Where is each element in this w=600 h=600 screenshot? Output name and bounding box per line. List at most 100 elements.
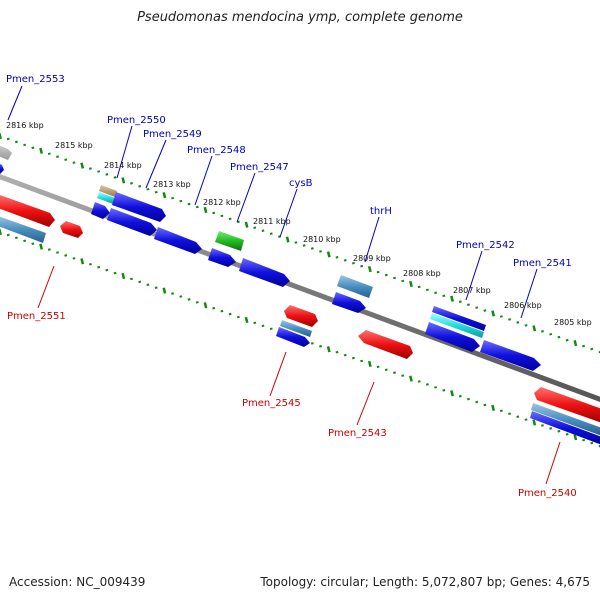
map-title: Pseudomonas mendocina ymp, complete geno… <box>137 10 463 25</box>
leader-line <box>194 155 213 206</box>
tick-mark <box>80 162 85 169</box>
forward-features <box>0 145 541 371</box>
gene-feature-pmen-2545[interactable] <box>276 327 310 347</box>
tick-mark <box>573 434 578 441</box>
leader-line <box>545 441 561 485</box>
tick-mark <box>326 251 331 258</box>
gene-label-pmen-2549[interactable]: Pmen_2549 <box>143 129 202 140</box>
kbp-label: 2808 kbp <box>403 269 441 278</box>
kbp-label: 2806 kbp <box>504 301 542 310</box>
gene-label-pmen-2541[interactable]: Pmen_2541 <box>513 258 572 269</box>
tick-mark <box>162 192 167 199</box>
leader-line <box>269 351 287 397</box>
gene-feature-pmen-2550-b[interactable] <box>107 208 157 236</box>
gene-label-pmen-2548[interactable]: Pmen_2548 <box>187 145 246 156</box>
leader-line <box>236 172 256 223</box>
leader-line <box>116 125 133 179</box>
gene-feature-pmen-2540[interactable] <box>534 387 600 423</box>
tick-mark <box>203 302 208 309</box>
gene-feature-pmen-2549[interactable] <box>112 192 166 222</box>
gene-feature-pmen-2550[interactable] <box>91 202 110 219</box>
gene-feature-pmen-2548[interactable] <box>154 227 202 254</box>
gene-feature-pmen-2552[interactable] <box>0 195 55 227</box>
gene-label-pmen-2547[interactable]: Pmen_2547 <box>230 162 289 173</box>
tick-mark <box>326 346 331 353</box>
forward-leader-lines <box>7 85 538 319</box>
genome-summary-text: Topology: circular; Length: 5,072,807 bp… <box>260 575 590 589</box>
tick-mark <box>409 375 413 382</box>
leader-line <box>279 188 298 238</box>
tick-mark <box>573 340 578 347</box>
tick-mark <box>285 236 290 243</box>
gene-label-pmen-2550[interactable]: Pmen_2550 <box>107 115 166 126</box>
kbp-label: 2812 kbp <box>203 198 241 207</box>
gene-feature-pmen-2547[interactable] <box>208 248 236 267</box>
tick-mark <box>39 243 44 250</box>
tick-mark <box>0 132 2 139</box>
gene-feature-pmen-2543[interactable] <box>358 330 413 359</box>
accession-text: Accession: NC_009439 <box>9 575 146 589</box>
tick-mark <box>450 390 454 397</box>
gene-label-pmen-2553[interactable]: Pmen_2553 <box>6 74 65 85</box>
leader-line <box>465 250 483 301</box>
gene-feature-pmen-2540-b[interactable] <box>530 411 600 445</box>
gene-feature-pmen-2542[interactable] <box>425 322 480 352</box>
tick-mark <box>244 221 249 228</box>
tick-mark <box>203 206 208 214</box>
kbp-label: 2813 kbp <box>153 180 191 189</box>
leader-line <box>364 216 380 263</box>
tick-mark <box>409 280 413 288</box>
tick-mark <box>0 228 2 235</box>
gene-feature-pmen-2541[interactable] <box>480 340 541 371</box>
gene-feature-misc[interactable] <box>99 185 117 197</box>
tick-mark <box>121 177 126 184</box>
gene-label-pmen-2543[interactable]: Pmen_2543 <box>328 428 387 439</box>
gene-label-pmen-2540[interactable]: Pmen_2540 <box>518 488 577 499</box>
gene-feature-pmen-2551[interactable] <box>60 221 83 238</box>
gene-label-pmen-2542[interactable]: Pmen_2542 <box>456 240 515 251</box>
kbp-label: 2807 kbp <box>453 286 491 295</box>
tick-mark <box>121 272 126 280</box>
tick-mark <box>491 404 496 411</box>
gene-label-cysb[interactable]: cysB <box>289 178 313 189</box>
gene-feature-pmen-2546[interactable] <box>284 305 318 327</box>
kbp-label: 2805 kbp <box>554 318 592 327</box>
gene-feature-cysb[interactable] <box>239 258 290 287</box>
tick-mark <box>532 419 537 426</box>
outer-tick-row <box>0 132 600 354</box>
tick-mark <box>450 295 454 302</box>
kbp-label: 2809 kbp <box>353 254 391 263</box>
tick-mark <box>162 287 167 294</box>
tick-mark <box>532 325 537 332</box>
tick-mark <box>367 266 372 273</box>
gene-feature-trna-2540[interactable] <box>531 403 600 436</box>
leader-line <box>7 85 23 121</box>
gene-feature-thrh[interactable] <box>332 292 366 313</box>
kbp-label: 2816 kbp <box>6 121 44 130</box>
kbp-label: 2811 kbp <box>253 217 291 226</box>
gene-feature-small-left[interactable] <box>0 163 4 174</box>
gene-feature-cyan-2[interactable] <box>430 313 484 338</box>
kbp-label: 2814 kbp <box>104 161 142 170</box>
gene-feature-rrna[interactable] <box>215 231 244 251</box>
tick-mark <box>39 147 44 154</box>
gene-label-pmen-2551[interactable]: Pmen_2551 <box>7 311 66 322</box>
gene-feature-pmen-2542-top[interactable] <box>432 306 486 331</box>
gene-feature-trna-2545[interactable] <box>280 320 312 337</box>
reverse-features <box>0 195 600 445</box>
kbp-label: 2810 kbp <box>303 235 341 244</box>
reverse-leader-lines <box>37 265 561 485</box>
leader-line <box>520 268 538 319</box>
gene-feature-cyan[interactable] <box>97 192 115 204</box>
gene-label-thrh[interactable]: thrH <box>370 206 392 217</box>
inner-tick-row <box>0 228 600 448</box>
tick-mark <box>491 310 496 317</box>
gene-label-pmen-2545[interactable]: Pmen_2545 <box>242 398 301 409</box>
tick-mark <box>80 258 85 265</box>
tick-mark <box>244 316 249 324</box>
tick-mark <box>367 360 372 368</box>
gene-feature-pmen-2553[interactable] <box>0 145 12 160</box>
gene-feature-trna-thrh[interactable] <box>337 275 373 298</box>
gene-feature-trna-left[interactable] <box>0 216 46 243</box>
leader-line <box>356 381 375 426</box>
